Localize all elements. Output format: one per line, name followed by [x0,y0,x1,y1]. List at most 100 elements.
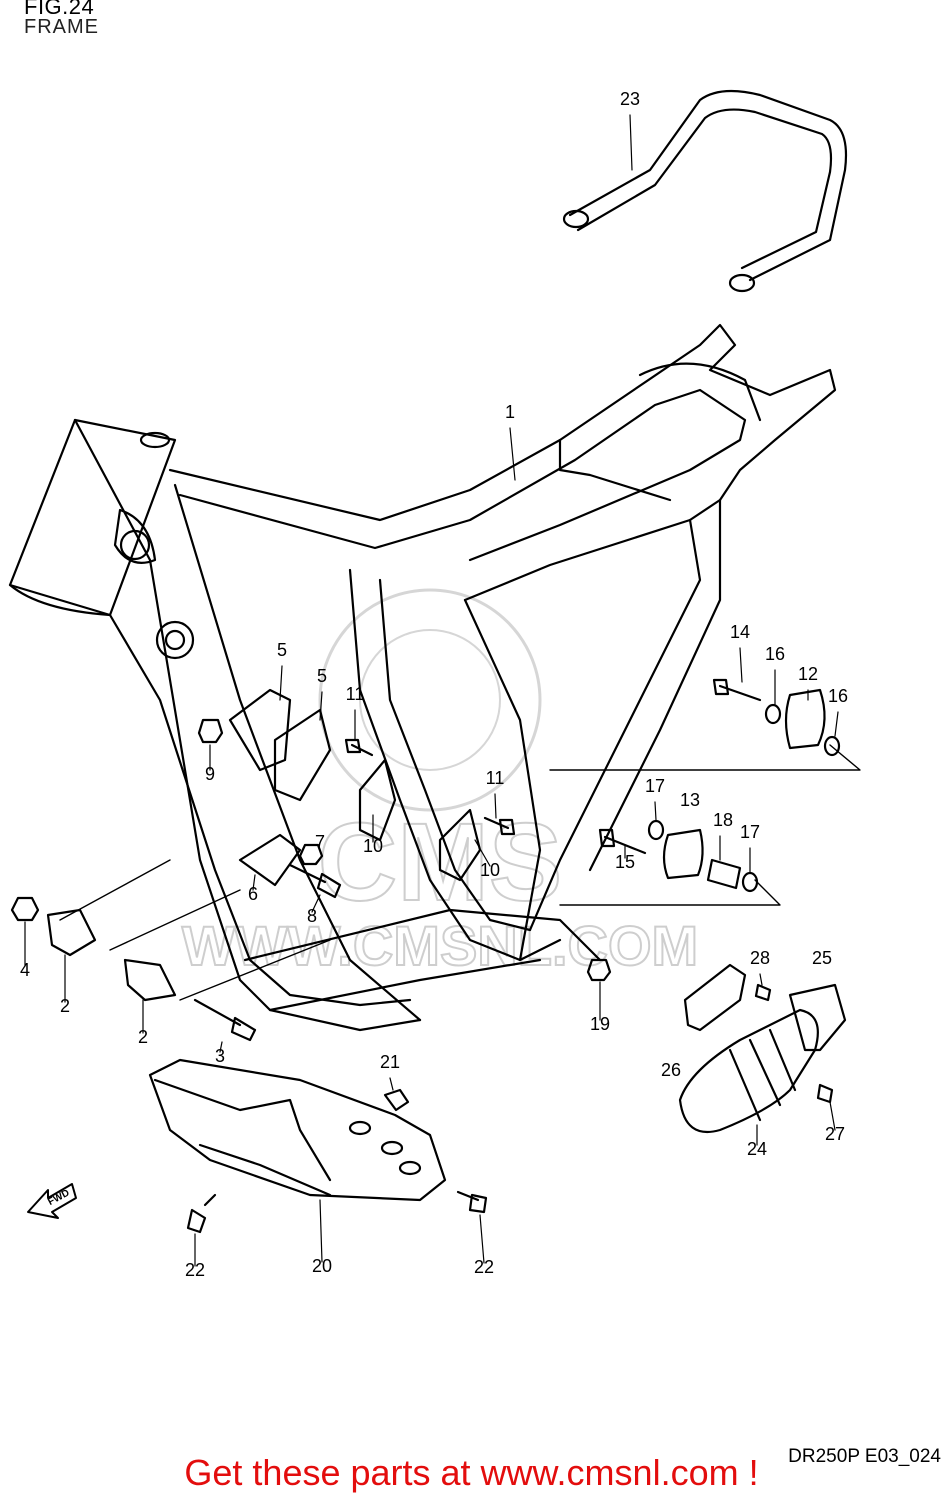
watermark-url-text: WWW.CMSNL.COM [182,914,698,977]
callout-13: 13 [680,790,700,810]
collar-13 [662,828,704,880]
frame-seat-rail [638,362,762,422]
bolt-22a [186,1193,217,1234]
engine-bracket-5a [228,688,292,772]
frame-crossmember [558,438,672,502]
bolt-3 [193,998,257,1042]
washer-16b [823,735,841,757]
parts-diagram: CMS WWW.CMSNL.COM [8,89,861,1280]
callout-23: 23 [620,89,640,109]
bolt-11b [483,816,516,836]
frame-front-downtube-inner [108,613,412,1007]
callout-5: 5 [317,666,327,686]
frame-boss-2 [155,620,195,660]
callout-22: 22 [185,1260,205,1280]
callout-18: 18 [713,810,733,830]
callout-10: 10 [363,836,383,856]
frame-drawing [8,89,861,1267]
frame-top-rail-inner [178,388,747,562]
frame-lower-rail [243,908,602,962]
cover-25 [788,983,847,1052]
frame-rear-tube [463,598,542,962]
frame-gusset [113,508,157,564]
callout-26: 26 [661,1060,681,1080]
leader-left-3 [179,939,331,1001]
frame-boss-3 [164,629,186,651]
callout-8: 8 [307,906,317,926]
skid-plate [148,1058,447,1202]
callout-9: 9 [205,764,215,784]
engine-bracket-5b [273,708,332,802]
bolt-22b [456,1190,488,1214]
engine-bracket-10b [438,808,482,882]
callout-15: 15 [615,852,635,872]
callout-10: 10 [480,860,500,880]
frame-front-downtube [73,418,422,1032]
drawing-code: DR250P E03_024 [788,1446,941,1467]
rear-grab-bar [562,89,848,293]
callout-16: 16 [828,686,848,706]
callout-2: 2 [138,1027,148,1047]
washer-17a [647,819,665,841]
engine-bracket-6 [238,833,302,887]
callout-14: 14 [730,622,750,642]
leader-left-2 [109,889,241,951]
callout-25: 25 [812,948,832,968]
bolt-15 [598,828,647,855]
callout-21: 21 [380,1052,400,1072]
frame-main-downtube [173,483,422,1022]
spacer-18 [706,858,742,890]
leader-rail-right [549,744,861,771]
washer-17b [741,871,759,893]
callout-17: 17 [740,822,760,842]
promo-link[interactable]: Get these parts at www.cmsnl.com ! [184,1452,759,1493]
nut-19 [586,958,612,982]
figure-subtitle: FRAME [24,16,99,38]
frame-cradle-inner [378,578,532,932]
forward-arrow: FWD [27,1183,77,1219]
nut-7 [298,843,324,866]
frame-top-rail [168,323,837,602]
callout-11: 11 [346,684,365,704]
callout-22: 22 [474,1257,494,1277]
callout-11: 11 [486,768,505,788]
bolt-14 [712,678,762,702]
bolt-27 [816,1083,834,1104]
head-tube [8,418,177,617]
callout-12: 12 [798,664,818,684]
callout-27: 27 [825,1124,845,1144]
frame-guard-24 [678,1008,819,1134]
callout-24: 24 [747,1139,767,1159]
bracket-26 [683,963,747,1032]
frame-boss [119,529,151,561]
figure-title: FIG.24 [24,0,95,19]
collar-12 [784,688,826,750]
callout-3: 3 [215,1046,225,1066]
callout-16: 16 [765,644,785,664]
callout-2: 2 [60,996,70,1016]
watermark: CMS WWW.CMSNL.COM [181,588,699,978]
nut-9 [197,718,224,744]
callout-7: 7 [315,832,325,852]
side-bracket-2a [46,908,97,957]
side-bracket-2b [123,958,177,1002]
callout-leaders [24,114,839,1267]
bolt-8 [288,863,342,899]
callout-6: 6 [248,884,258,904]
engine-bracket-10a [358,758,397,842]
callout-5: 5 [277,640,287,660]
callout-20: 20 [312,1256,332,1276]
frame-lower-rail-2 [268,958,542,1012]
callout-1: 1 [505,402,515,422]
bolt-11a [344,738,374,757]
bolt-28 [754,983,772,1002]
frame-rear-tube-3 [588,498,722,872]
nut-4 [10,896,40,922]
leader-rail-right-2 [559,879,781,906]
callout-19: 19 [590,1014,610,1034]
frame-rear-tube-2 [528,518,702,932]
callout-4: 4 [20,960,30,980]
callout-17: 17 [645,776,665,796]
washer-16a [764,703,782,725]
